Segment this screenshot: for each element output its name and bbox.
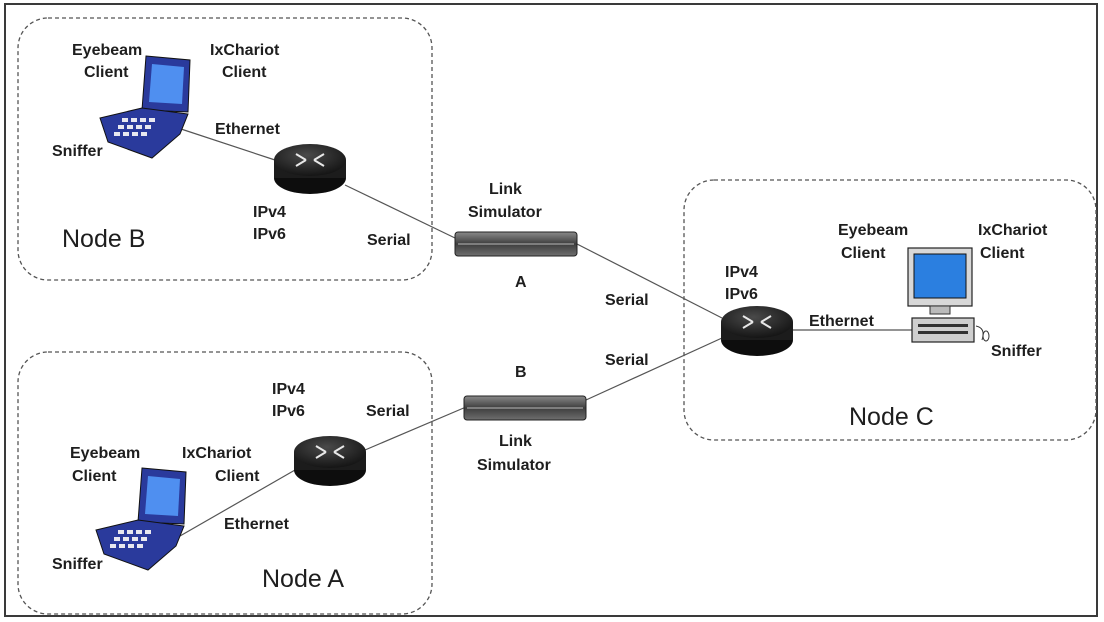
node-a-eyebeam-label-1: Eyebeam [70, 445, 140, 462]
link-a-title-1: Link [489, 181, 522, 198]
node-a-ipv6-label: IPv6 [272, 403, 305, 420]
router-icon [294, 436, 366, 486]
node-a-title: Node A [262, 565, 344, 593]
node-c-ixchariot-label-1: IxChariot [978, 222, 1048, 239]
node-b-ipv6-label: IPv6 [253, 226, 286, 243]
diagram-frame [4, 3, 1098, 617]
node-c-ixchariot-label-2: Client [980, 245, 1025, 262]
node-a-ipv4-label: IPv4 [272, 381, 305, 398]
node-a-sniffer-label: Sniffer [52, 556, 103, 573]
router-icon [274, 144, 346, 194]
link-b-title-2: Simulator [477, 457, 551, 474]
ethernet-a-wire [179, 469, 296, 537]
node-b-ipv4-label: IPv4 [253, 204, 286, 221]
node-c-serial-bottom-label: Serial [605, 352, 649, 369]
serial-b-wire [344, 184, 456, 239]
node-c-ipv4-label: IPv4 [725, 264, 758, 281]
node-a-eyebeam-label-2: Client [72, 468, 117, 485]
node-b-serial-label: Serial [367, 232, 411, 249]
node-a-ethernet-label: Ethernet [224, 516, 290, 533]
node-c-ipv6-label: IPv6 [725, 286, 758, 303]
link-b-letter: B [515, 364, 527, 381]
node-b-title: Node B [62, 225, 145, 253]
desktop-computer-icon [907, 247, 990, 343]
node-b-ethernet-label: Ethernet [215, 121, 281, 138]
node-b-eyebeam-label-1: Eyebeam [72, 42, 142, 59]
node-b-ixchariot-label-2: Client [222, 64, 267, 81]
link-simulator-b-icon [463, 395, 587, 421]
node-a-ixchariot-label-1: IxChariot [182, 445, 252, 462]
laptop-icon [95, 467, 187, 571]
link-b-title-1: Link [499, 433, 532, 450]
link-a-letter: A [515, 274, 527, 291]
link-simulator-a-icon [454, 231, 578, 257]
node-a-serial-label: Serial [366, 403, 410, 420]
serial-c-bottom-wire [585, 337, 723, 401]
serial-c-top-wire [576, 243, 723, 319]
link-a-title-2: Simulator [468, 204, 542, 221]
node-c-eyebeam-label-1: Eyebeam [838, 222, 908, 239]
node-b-sniffer-label: Sniffer [52, 143, 103, 160]
node-c-title: Node C [849, 403, 934, 431]
router-icon [721, 306, 793, 356]
node-b-ixchariot-label-1: IxChariot [210, 42, 280, 59]
node-c-eyebeam-label-2: Client [841, 245, 886, 262]
laptop-icon [99, 55, 191, 159]
ethernet-b-wire [177, 127, 276, 161]
serial-a-wire [364, 406, 467, 451]
node-c-zone [683, 179, 1097, 441]
node-a-zone [17, 351, 433, 615]
node-c-ethernet-label: Ethernet [809, 313, 875, 330]
node-b-zone [17, 17, 433, 281]
node-b-eyebeam-label-2: Client [84, 64, 129, 81]
node-a-ixchariot-label-2: Client [215, 468, 260, 485]
node-c-serial-top-label: Serial [605, 292, 649, 309]
node-c-sniffer-label: Sniffer [991, 343, 1042, 360]
